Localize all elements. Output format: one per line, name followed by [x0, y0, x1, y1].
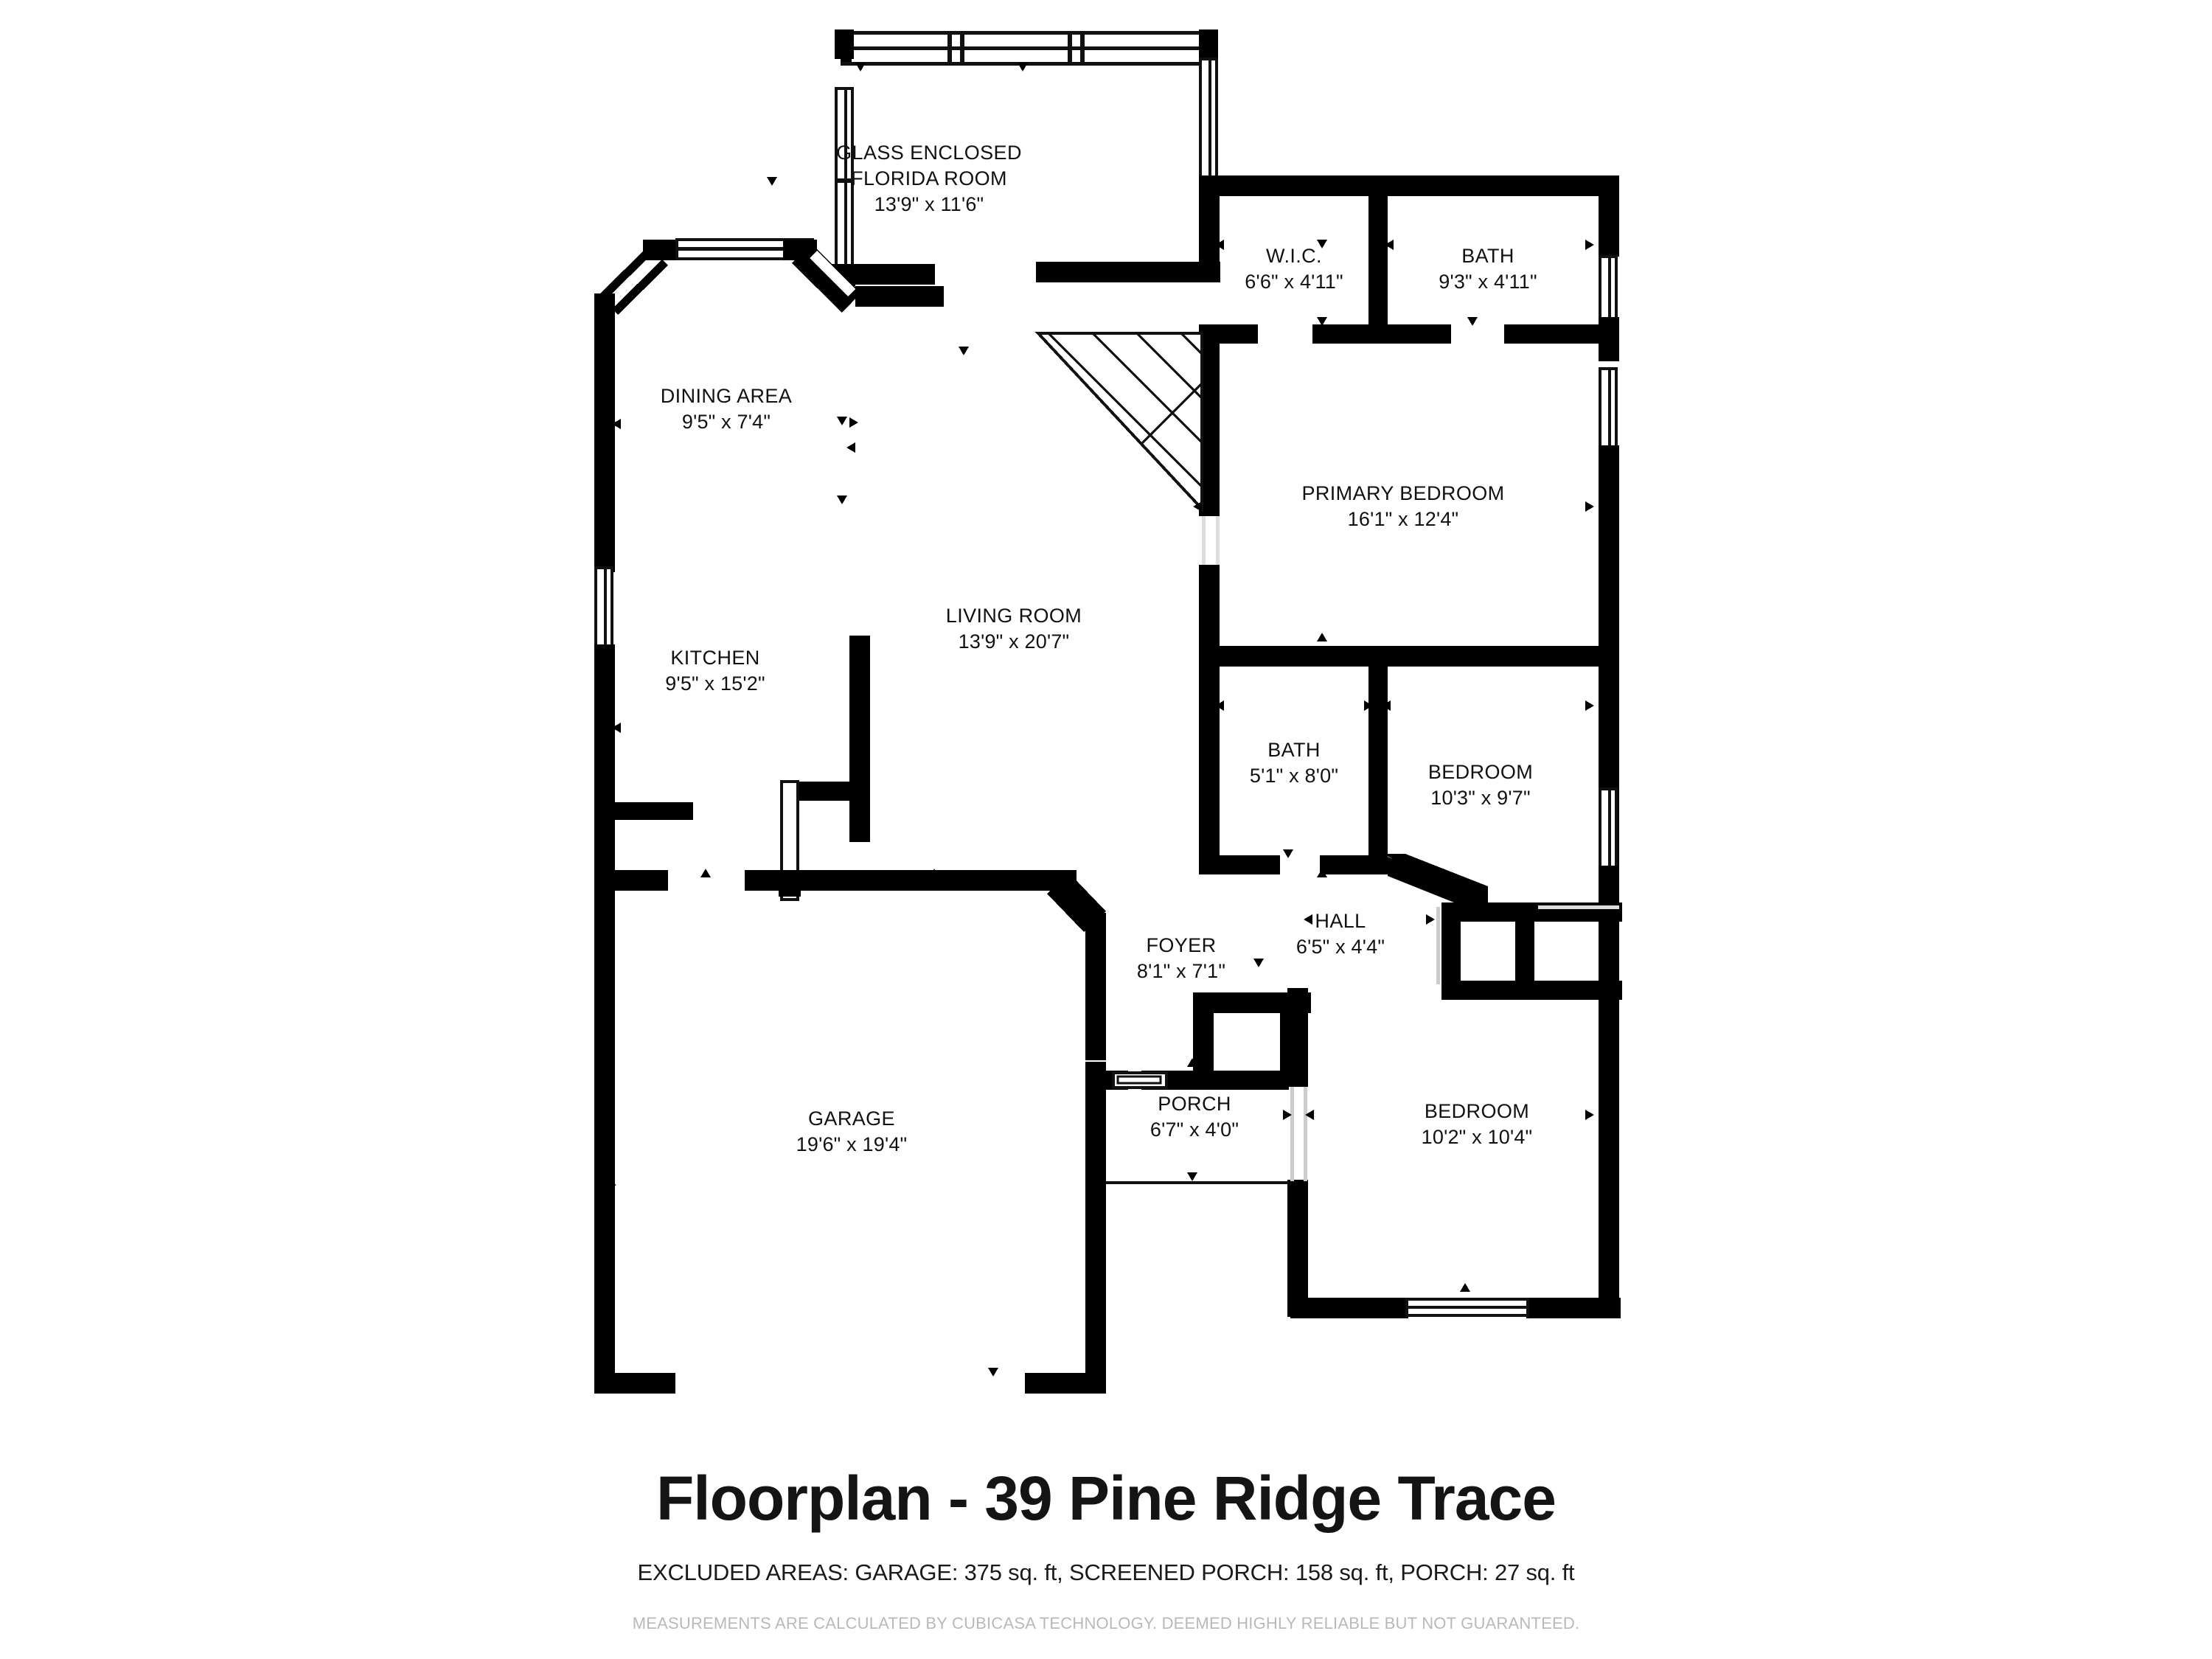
room-name: DINING AREA: [660, 385, 793, 407]
room-dimensions: 9'5" x 15'2": [665, 672, 765, 695]
room-label-foyer: FOYER 8'1" x 7'1": [1137, 933, 1225, 984]
room-label-kitchen: KITCHEN 9'5" x 15'2": [665, 645, 765, 697]
caption-block: Floorplan - 39 Pine Ridge Trace EXCLUDED…: [0, 1445, 2212, 1633]
room-name: BEDROOM: [1424, 1100, 1530, 1122]
room-dimensions: 6'6" x 4'11": [1245, 271, 1343, 293]
room-name: BATH: [1461, 245, 1514, 267]
room-name-second-line: FLORIDA ROOM: [851, 167, 1007, 190]
room-name: KITCHEN: [670, 647, 760, 669]
room-name: GLASS ENCLOSED: [836, 142, 1022, 164]
excluded-areas-note: EXCLUDED AREAS: GARAGE: 375 sq. ft, SCRE…: [637, 1559, 1575, 1585]
room-dimensions: 10'3" x 9'7": [1430, 787, 1531, 810]
foyer-porch-walls: [1106, 992, 1308, 1184]
room-label-dining-area: DINING AREA 9'5" x 7'4": [661, 383, 792, 435]
right-wing-walls: [1199, 175, 1619, 961]
direction-markers: [608, 63, 1594, 1377]
room-label-primary-bedroom: PRIMARY BEDROOM 16'1" x 12'4": [1301, 481, 1504, 532]
room-name: LIVING ROOM: [945, 605, 1082, 627]
room-name: PRIMARY BEDROOM: [1301, 482, 1505, 504]
room-label-bedroom-3: BEDROOM 10'2" x 10'4": [1422, 1099, 1533, 1150]
room-label-wic: W.I.C. 6'6" x 4'11": [1245, 243, 1343, 295]
room-dimensions: 10'2" x 10'4": [1421, 1126, 1533, 1149]
room-label-hall: HALL 6'5" x 4'4": [1296, 908, 1385, 960]
room-name: HALL: [1315, 910, 1366, 932]
room-label-hall-bath: BATH 5'1" x 8'0": [1250, 737, 1338, 789]
room-label-porch: PORCH 6'7" x 4'0": [1150, 1091, 1239, 1143]
room-name: W.I.C.: [1266, 245, 1322, 267]
page-title: Floorplan - 39 Pine Ridge Trace: [656, 1464, 1557, 1533]
room-dimensions: 13'9" x 11'6": [874, 193, 984, 216]
room-dimensions: 5'1" x 8'0": [1249, 765, 1339, 787]
room-dimensions: 9'5" x 7'4": [681, 411, 771, 434]
mid-right-walls: [1199, 646, 1622, 1001]
room-name: PORCH: [1158, 1093, 1231, 1115]
room-name: BATH: [1267, 739, 1321, 761]
disclaimer-note: MEASUREMENTS ARE CALCULATED BY CUBICASA …: [632, 1614, 1580, 1632]
room-dimensions: 9'3" x 4'11": [1439, 271, 1537, 293]
room-dimensions: 13'9" x 20'7": [958, 630, 1070, 653]
room-name: GARAGE: [808, 1107, 895, 1130]
left-wing-walls: [594, 238, 1106, 1394]
room-label-bedroom-2: BEDROOM 10'3" x 9'7": [1428, 759, 1533, 811]
room-label-living-room: LIVING ROOM 13'9" x 20'7": [946, 603, 1082, 655]
room-dimensions: 19'6" x 19'4": [796, 1133, 908, 1156]
room-dimensions: 6'5" x 4'4": [1295, 936, 1385, 959]
floorplan-drawing: [594, 29, 1622, 1394]
room-name: FOYER: [1146, 934, 1217, 956]
florida-room-walls: [832, 29, 1220, 286]
room-dimensions: 6'7" x 4'0": [1150, 1119, 1239, 1141]
room-dimensions: 16'1" x 12'4": [1347, 508, 1459, 531]
room-label-garage: GARAGE 19'6" x 19'4": [796, 1106, 908, 1158]
room-label-primary-bath: BATH 9'3" x 4'11": [1439, 243, 1537, 295]
room-label-florida-room: GLASS ENCLOSED FLORIDA ROOM 13'9" x 11'6…: [836, 140, 1022, 218]
room-dimensions: 8'1" x 7'1": [1136, 960, 1226, 983]
room-name: BEDROOM: [1427, 761, 1534, 783]
